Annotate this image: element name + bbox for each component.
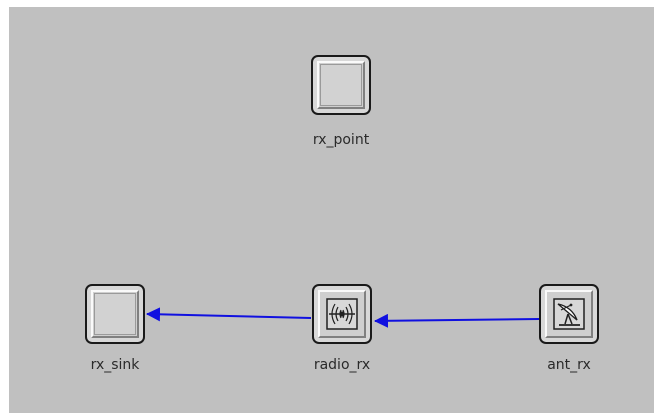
- rx-sink-node[interactable]: [85, 284, 145, 344]
- empty-module-icon: [320, 64, 362, 106]
- rx-point-label: rx_point: [312, 132, 370, 148]
- link-ant-rx-to-radio-rx[interactable]: [374, 313, 540, 328]
- ant-rx-node[interactable]: [539, 284, 599, 344]
- ant-rx-label: ant_rx: [547, 357, 591, 373]
- link-radio-rx-to-rx-sink[interactable]: [146, 307, 312, 322]
- radio-rx-label: radio_rx: [313, 357, 371, 373]
- radio-receiver-icon: [326, 298, 358, 330]
- radio-rx-node[interactable]: [312, 284, 372, 344]
- rx-sink-label: rx_sink: [90, 357, 140, 373]
- diagram-canvas: rx_point rx_sink radio_rx: [9, 7, 654, 413]
- empty-module-icon: [94, 293, 136, 335]
- link-layer: [146, 307, 540, 328]
- antenna-dish-icon: [553, 298, 585, 330]
- rx-point-node[interactable]: [311, 55, 371, 115]
